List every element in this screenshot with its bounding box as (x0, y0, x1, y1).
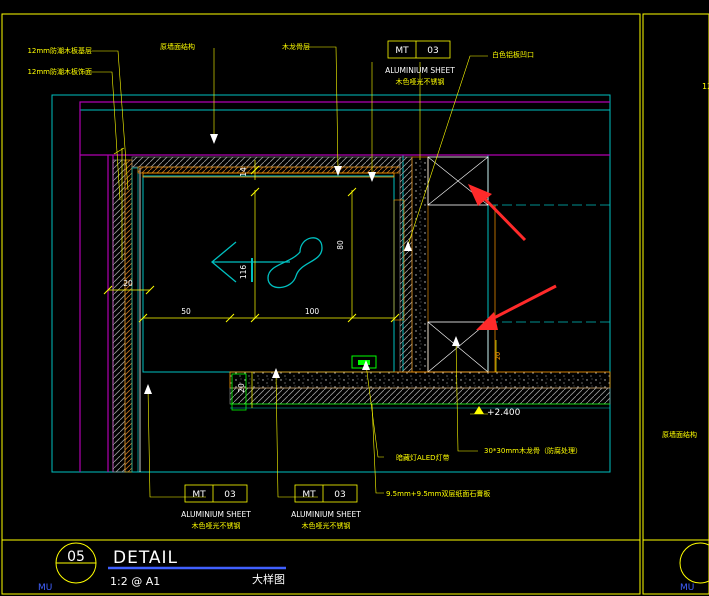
dim-20-left: 20 (123, 279, 133, 288)
tag-br-code: MT (302, 490, 316, 500)
tag-bl-sub: 木色哑光不锈钢 (192, 521, 241, 530)
tag-box-top (387, 40, 451, 59)
tag-top-sub: 木色哑光不锈钢 (396, 77, 445, 86)
callout-far-right-edge: 12 (702, 82, 709, 91)
level-marker (470, 406, 488, 415)
callout-top-right: 白色铝板凹口 (492, 50, 534, 59)
annotation-texts: 12mm防潮木板基层 12mm防潮木板饰面 原墙面结构 木龙骨层 白色铝板凹口 … (27, 42, 709, 593)
callout-wood-batten: 30*30mm木龙骨（防腐处理） (484, 446, 582, 455)
wall-outline (51, 94, 611, 473)
dim-100: 100 (305, 307, 320, 316)
callout-plaster: 9.5mm+9.5mm双层纸面石膏板 (386, 489, 490, 498)
dim-20-bottom: 20 (237, 383, 246, 393)
callout-top-left-1: 12mm防潮木板基层 (27, 46, 92, 55)
tag-bl-code: MT (192, 490, 206, 500)
title-mu-right: MU (680, 583, 694, 593)
bottom-slab (229, 371, 611, 411)
tag-bl-title: ALUMINIUM SHEET (181, 510, 251, 519)
ceiling-panel (131, 156, 401, 178)
callout-top-mid-2: 木龙骨层 (282, 42, 310, 51)
cove-symbol (210, 237, 323, 289)
level-text: +2.400 (487, 408, 521, 418)
title-block-graphics (55, 542, 709, 584)
tag-box-bottom-left (184, 484, 248, 503)
leader-arrowheads (144, 134, 460, 394)
dim-80: 80 (336, 240, 345, 250)
tag-top-num: 03 (427, 46, 438, 56)
red-arrow-lower (476, 284, 557, 330)
dim-50: 50 (181, 307, 191, 316)
dim-20-right: 20 (494, 352, 502, 360)
dim-14: 14 (239, 167, 248, 177)
callout-led: 暗藏灯ALED灯带 (396, 453, 450, 462)
title-text: DETAIL (113, 548, 178, 568)
title-mu: MU (38, 583, 52, 593)
title-scale: 1:2 @ A1 (110, 575, 160, 588)
callout-top-mid-1: 原墙面结构 (160, 42, 195, 51)
sheet-frame (1, 13, 709, 595)
red-arrow-upper (468, 184, 527, 242)
tag-top-title: ALUMINIUM SHEET (385, 66, 455, 75)
tag-br-sub: 木色哑光不锈钢 (302, 521, 351, 530)
tag-box-bottom-right (294, 484, 358, 503)
dimension-ticks (103, 165, 400, 323)
tag-top-code: MT (395, 46, 409, 56)
callout-far-right: 原墙面结构 (662, 430, 697, 439)
leader-lines (92, 46, 488, 498)
title-cn: 大样图 (252, 572, 285, 586)
tag-br-num: 03 (334, 490, 345, 500)
tag-br-title: ALUMINIUM SHEET (291, 510, 361, 519)
tag-bl-num: 03 (224, 490, 235, 500)
title-number: 05 (67, 549, 85, 565)
dimension-lines (108, 147, 497, 408)
callout-top-left-2: 12mm防潮木板饰面 (27, 67, 92, 76)
dim-116: 116 (239, 265, 248, 280)
left-wall-panel (112, 159, 141, 473)
